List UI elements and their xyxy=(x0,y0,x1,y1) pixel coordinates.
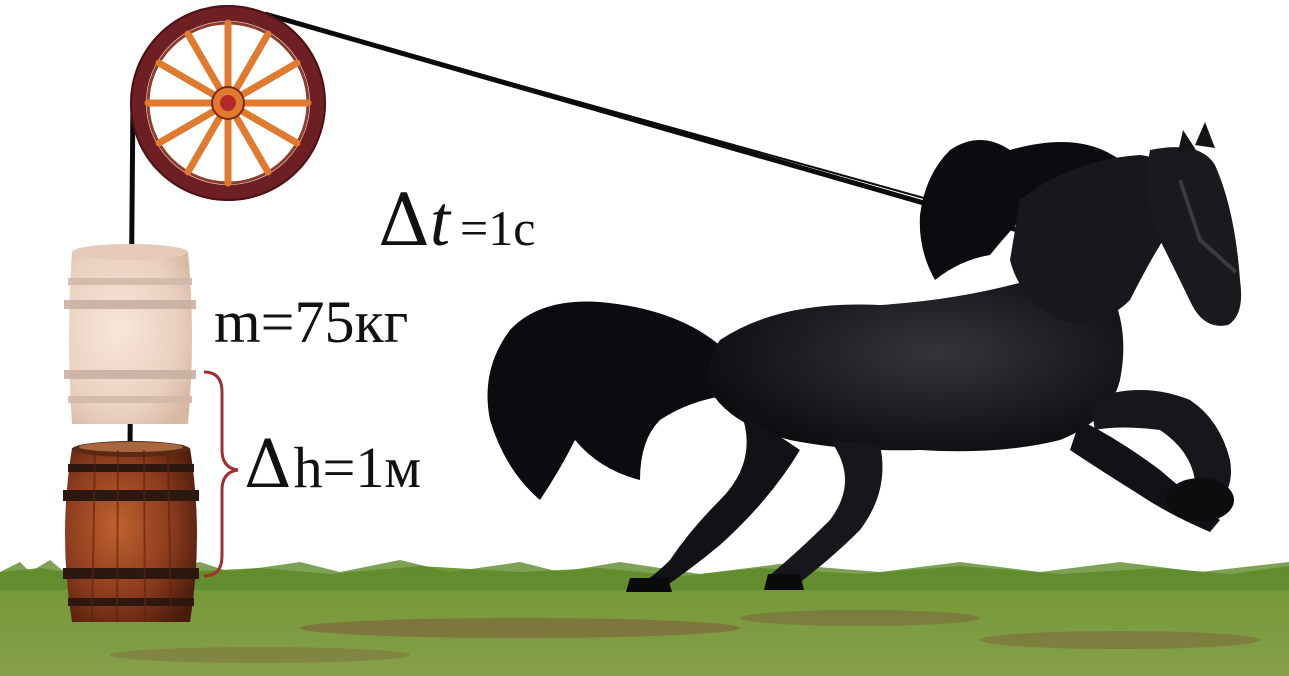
height-label: Δh=1м xyxy=(244,426,421,503)
height-brace xyxy=(203,370,239,578)
height-delta-symbol: Δ xyxy=(244,426,292,503)
height-value: h=1м xyxy=(293,435,422,500)
time-label: Δt=1с xyxy=(378,178,535,263)
mass-label: m=75кг xyxy=(214,289,409,355)
time-value: =1с xyxy=(460,200,536,256)
horse-icon xyxy=(487,122,1242,592)
time-delta-symbol: Δ xyxy=(378,178,430,262)
time-symbol: t xyxy=(430,181,451,261)
barrel-wooden xyxy=(63,441,199,623)
grass-ground xyxy=(0,558,1289,676)
barrel-faded xyxy=(64,244,196,424)
pulley-wheel-icon xyxy=(130,5,326,201)
